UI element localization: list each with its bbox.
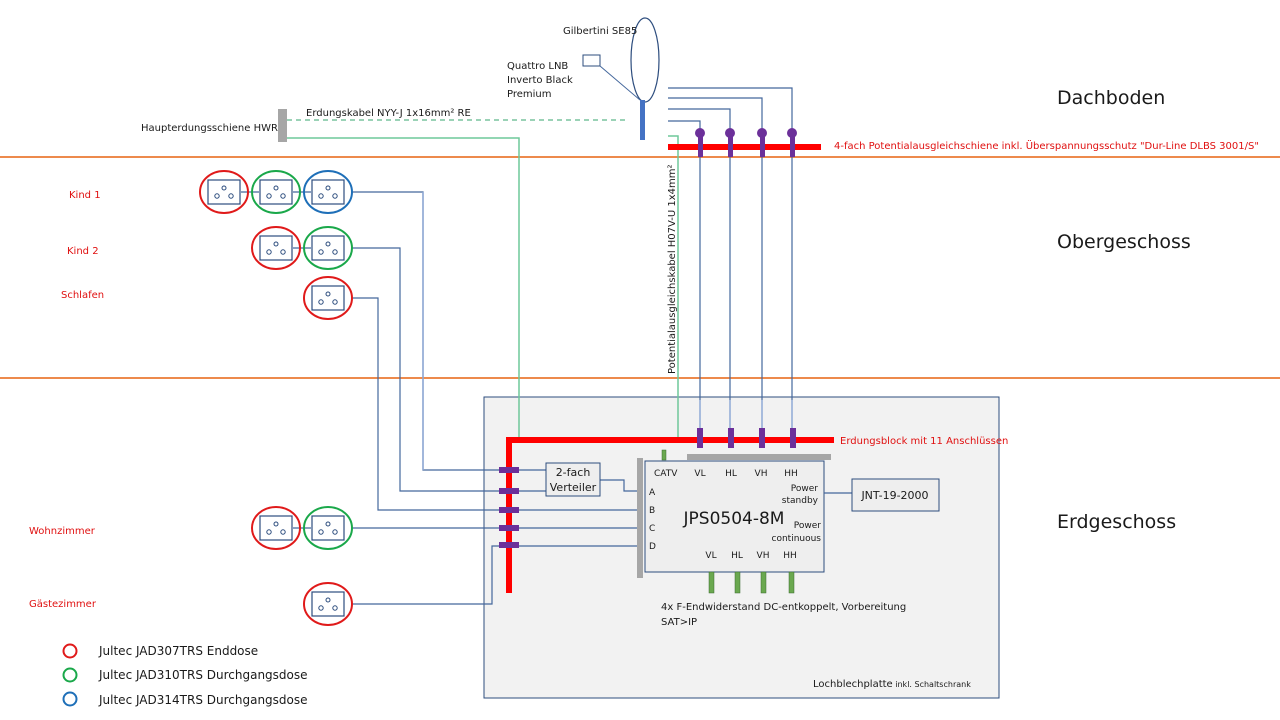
output-c: C — [649, 524, 655, 534]
multiswitch-input-bar — [687, 454, 831, 460]
splitter-label-1: 2-fach — [556, 466, 591, 479]
mast-icon — [640, 100, 645, 140]
socket-red — [199, 170, 259, 214]
dish-label: Gilbertini SE85 — [563, 26, 637, 37]
attic-bar-label: 4-fach Potentialausgleichschiene inkl. Ü… — [834, 139, 1259, 152]
output-d: D — [649, 542, 656, 552]
room-label-gaestezimmer: Gästezimmer — [29, 599, 97, 610]
lnb-cable-vl — [668, 120, 701, 400]
lnb-label-2: Inverto Black — [507, 75, 573, 86]
room-label-kind1: Kind 1 — [69, 190, 101, 201]
power-continuous-2: continuous — [772, 534, 822, 544]
splitter-label-2: Verteiler — [550, 481, 597, 494]
legend-label-jad310: Jultec JAD310TRS Durchgangsdose — [98, 668, 308, 682]
socket-red — [303, 276, 353, 320]
lnb-label-3: Premium — [507, 89, 552, 100]
room-kind2 — [352, 247, 502, 492]
power-standby-2: standby — [782, 496, 819, 506]
socket-blue — [303, 170, 353, 214]
floor-title-upper: Obergeschoss — [1057, 231, 1191, 253]
output-b: B — [649, 506, 655, 516]
legend-icon-jad314 — [62, 691, 78, 707]
socket-green — [251, 170, 311, 214]
legend-label-enddose: Jultec JAD307TRS Enddose — [98, 644, 258, 658]
catv-terminator — [661, 449, 667, 461]
power-continuous-1: Power — [794, 521, 822, 531]
socket-ring-red — [251, 226, 301, 270]
room-kind1 — [352, 191, 502, 471]
input-vh: VH — [755, 469, 768, 479]
socket-ring-green — [303, 506, 353, 550]
socket-red — [303, 582, 353, 626]
socket-ring-red — [199, 170, 249, 214]
input-bottom-vl: VL — [705, 551, 716, 561]
socket-red — [251, 226, 311, 270]
floor-title-attic: Dachboden — [1057, 87, 1165, 109]
main-ground-bar — [278, 109, 287, 142]
input-hl: HL — [725, 469, 737, 479]
main-ground-bar-label: Haupterdungsschiene HWR — [141, 123, 278, 134]
ground-cable-16mm — [287, 137, 520, 440]
legend-icon-jad310 — [62, 667, 78, 683]
terminator-note-1: 4x F-Endwiderstand DC-entkoppelt, Vorber… — [661, 602, 906, 613]
multiswitch-name: JPS0504-8M — [683, 509, 785, 529]
lnb-cable-hh — [668, 87, 793, 400]
input-bottom-hh: HH — [783, 551, 797, 561]
socket-red — [251, 506, 311, 550]
lnb-cable-hl — [668, 108, 731, 400]
ground-cable-label: Erdungskabel NYY-J 1x16mm² RE — [306, 108, 471, 119]
legend-label-jad314: Jultec JAD314TRS Durchgangsdose — [98, 693, 308, 707]
output-a: A — [649, 488, 656, 498]
lnb-arm — [599, 65, 641, 101]
socket-green — [303, 506, 353, 550]
room-gaestezimmer — [352, 545, 640, 605]
psu-label: JNT-19-2000 — [860, 489, 928, 502]
psu-box — [851, 478, 940, 512]
socket-green — [303, 226, 353, 270]
room-label-wohnzimmer: Wohnzimmer — [29, 526, 96, 537]
attic-surge-clips — [695, 128, 797, 157]
input-vl: VL — [694, 469, 705, 479]
socket-ring-red — [303, 276, 353, 320]
input-bottom-vh: VH — [757, 551, 770, 561]
legend-icon-enddose — [62, 643, 78, 659]
power-standby-1: Power — [791, 484, 819, 494]
lnb-cable-vh — [668, 97, 763, 400]
f-terminators — [708, 571, 795, 594]
splitter-wires — [516, 469, 640, 492]
terminator-note-2: SAT>IP — [661, 617, 697, 628]
socket-ring-red — [251, 506, 301, 550]
lnb-cable-drops — [699, 400, 793, 440]
plate-label: Lochblechplatte inkl. Schaltschrank — [813, 679, 971, 690]
socket-ring-green — [303, 226, 353, 270]
equipotential-cable-label: Potentialausgleichskabel H07V-U 1x4mm² — [667, 164, 678, 374]
attic-equipotential-bar — [668, 144, 821, 150]
room-label-kind2: Kind 2 — [67, 246, 99, 257]
floor-title-ground: Erdgeschoss — [1057, 511, 1176, 533]
equipotential-cable — [668, 135, 679, 440]
socket-ring-blue — [303, 170, 353, 214]
input-catv: CATV — [654, 469, 678, 479]
lnb-icon — [582, 54, 601, 67]
sockets — [199, 170, 353, 626]
splitter-2way — [545, 462, 601, 497]
ground-block-clips-top — [697, 428, 796, 448]
multiswitch-output-bar — [637, 458, 643, 578]
ground-block-clips-left — [499, 467, 519, 548]
room-label-schlafen: Schlafen — [61, 290, 104, 301]
lnb-label-1: Quattro LNB — [507, 61, 568, 72]
ground-block-label: Erdungsblock mit 11 Anschlüssen — [840, 436, 1008, 447]
input-bottom-hl: HL — [731, 551, 743, 561]
socket-ring-red — [303, 582, 353, 626]
multiswitch-box — [644, 460, 825, 573]
input-hh: HH — [784, 469, 798, 479]
socket-ring-green — [251, 170, 301, 214]
legend: Jultec JAD307TRS Enddose Jultec JAD310TR… — [62, 643, 308, 707]
